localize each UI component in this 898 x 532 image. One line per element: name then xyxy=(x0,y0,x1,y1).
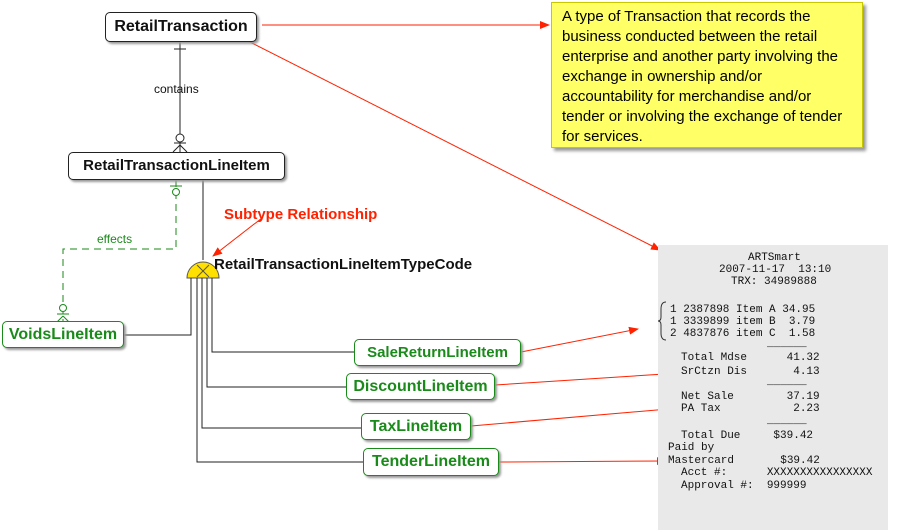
receipt-item: 1 2387898 Item A 34.95 xyxy=(670,304,816,316)
effects-label: effects xyxy=(97,232,133,246)
subtype-code-label: RetailTransactionLineItemTypeCode xyxy=(214,256,473,273)
receipt-mastercard: Mastercard $39.42 xyxy=(668,455,820,467)
receipt-item: 1 3339899 item B 3.79 xyxy=(670,316,816,328)
entity-discount-line-item[interactable]: DiscountLineItem xyxy=(346,373,495,400)
receipt-total-mdse: Total Mdse 41.32 xyxy=(681,352,820,364)
receipt-pa-tax: PA Tax 2.23 xyxy=(681,403,820,415)
receipt-total-due: Total Due $39.42 xyxy=(681,430,814,442)
contains-label: contains xyxy=(154,82,199,96)
note-text: A type of Transaction that records the b… xyxy=(562,8,843,145)
entity-name: VoidsLineItem xyxy=(8,326,118,343)
entity-name: TenderLineItem xyxy=(372,453,490,470)
receipt-datetime: 2007-11-17 13:10 xyxy=(719,264,832,276)
entity-name: RetailTransactionLineItem xyxy=(83,157,270,174)
subtype-relationship-label: Subtype Relationship xyxy=(224,206,378,223)
entity-voids-line-item[interactable]: VoidsLineItem xyxy=(2,321,124,348)
receipt-paid-by: Paid by xyxy=(668,442,715,454)
receipt-trx: TRX: 34989888 xyxy=(731,276,817,288)
receipt-store: ARTSmart xyxy=(748,252,801,264)
entity-name: RetailTransaction xyxy=(114,18,248,35)
receipt-approval: Approval #: 999999 xyxy=(681,480,807,492)
receipt-rule: ______ xyxy=(767,415,807,427)
entity-name: SaleReturnLineItem xyxy=(367,344,508,361)
entity-tax-line-item[interactable]: TaxLineItem xyxy=(361,413,471,440)
receipt-net-sale: Net Sale 37.19 xyxy=(681,391,820,403)
receipt-acct: Acct #: XXXXXXXXXXXXXXXX xyxy=(681,467,873,479)
annotation-arrows xyxy=(212,21,681,466)
entity-name: DiscountLineItem xyxy=(353,378,488,395)
receipt-srctzn-dis: SrCtzn Dis 4.13 xyxy=(681,366,820,378)
entity-retail-transaction-line-item[interactable]: RetailTransactionLineItem xyxy=(68,152,285,180)
receipt-rule: ______ xyxy=(767,376,807,388)
receipt-item: 2 4837876 item C 1.58 xyxy=(670,328,816,340)
subtype-symbol xyxy=(186,261,220,279)
entity-retail-transaction[interactable]: RetailTransaction xyxy=(105,12,257,42)
effects-connector xyxy=(56,180,182,323)
receipt-item-bracket xyxy=(658,301,667,341)
receipt-rule: ______ xyxy=(767,338,807,350)
subtype-branches xyxy=(124,278,363,463)
entity-name: TaxLineItem xyxy=(369,418,463,435)
entity-tender-line-item[interactable]: TenderLineItem xyxy=(363,448,499,476)
retail-transaction-definition-note: A type of Transaction that records the b… xyxy=(551,2,863,148)
entity-sale-return-line-item[interactable]: SaleReturnLineItem xyxy=(354,339,521,366)
contains-connector xyxy=(172,42,188,153)
sample-receipt: ARTSmart 2007-11-17 13:10 TRX: 34989888 … xyxy=(658,245,888,530)
